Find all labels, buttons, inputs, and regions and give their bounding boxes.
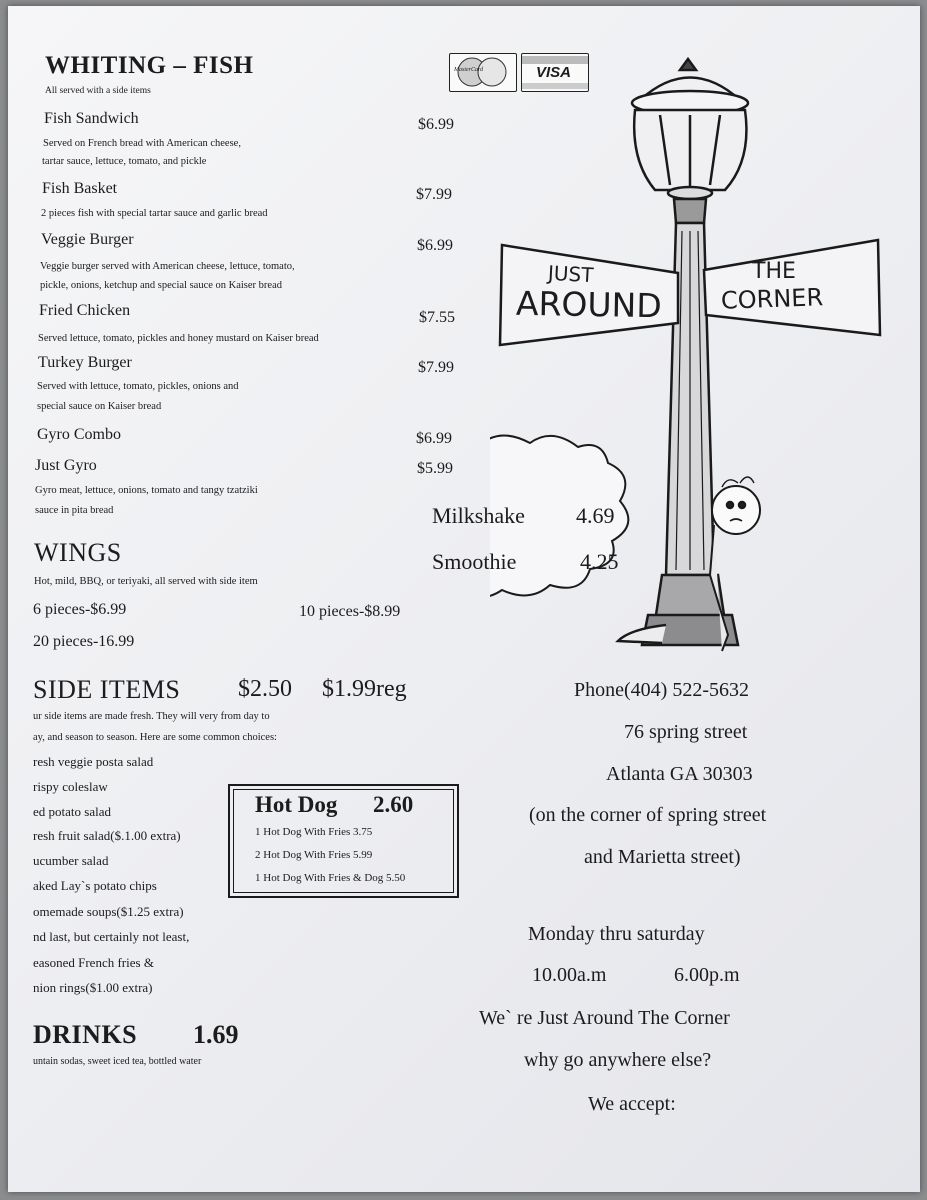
lamp-post-illustration (490, 56, 882, 652)
contact-city: Atlanta GA 30303 (606, 763, 753, 785)
menu-sheet (8, 6, 920, 1192)
list-item: resh fruit salad($.1.00 extra) (33, 828, 181, 843)
fish-item-price: $7.55 (419, 309, 455, 326)
sign-right-top: THE (752, 259, 796, 284)
fish-item-desc: Served lettuce, tomato, pickles and hone… (38, 333, 319, 344)
sides-intro: ay, and season to season. Here are some … (33, 732, 277, 743)
wings-section-title: WINGS (34, 538, 122, 567)
hours-days: Monday thru saturday (528, 923, 705, 945)
fish-item-desc: 2 pieces fish with special tartar sauce … (41, 208, 268, 219)
cloud-item-price: 4.69 (576, 503, 615, 528)
fish-item-price: $6.99 (417, 237, 453, 254)
tagline-question: why go anywhere else? (524, 1049, 712, 1071)
wings-option: 6 pieces-$6.99 (33, 601, 127, 618)
fish-item-name: Turkey Burger (38, 354, 132, 371)
hotdog-line: 1 Hot Dog With Fries & Dog 5.50 (255, 872, 406, 884)
fish-item-price: $6.99 (418, 116, 454, 133)
sides-price: $2.50 (238, 676, 292, 702)
list-item: resh veggie posta salad (33, 754, 154, 769)
tagline: We` re Just Around The Corner (479, 1007, 730, 1029)
payment-accept-label: We accept: (588, 1093, 676, 1115)
sides-regular-price: $1.99reg (322, 676, 407, 702)
fish-item-desc: tartar sauce, lettuce, tomato, and pickl… (42, 156, 207, 167)
fish-item-desc: Veggie burger served with American chees… (40, 261, 295, 272)
mastercard-label: MasterCard (454, 67, 484, 73)
hotdog-price: 2.60 (373, 792, 414, 817)
list-item: nd last, but certainly not least, (33, 929, 190, 944)
list-item: easoned French fries & (33, 955, 154, 970)
hotdog-box-inner-border (233, 789, 454, 893)
sides-intro: ur side items are made fresh. They will … (33, 711, 270, 722)
contact-phone: Phone(404) 522-5632 (574, 679, 749, 701)
hotdog-title: Hot Dog (255, 792, 338, 817)
sign-right-bottom: CORNER (720, 283, 824, 315)
fish-item-price: $7.99 (418, 359, 454, 376)
list-item: ucumber salad (33, 853, 109, 868)
contact-corner-line1: (on the corner of spring street (529, 804, 767, 826)
fish-item-price: $5.99 (417, 460, 453, 477)
hotdog-line: 2 Hot Dog With Fries 5.99 (255, 849, 373, 861)
fish-item-price: $7.99 (416, 186, 452, 203)
list-item: nion rings($1.00 extra) (33, 980, 153, 995)
fish-section-subtitle: All served with a side items (45, 86, 151, 96)
fish-item-desc: Gyro meat, lettuce, onions, tomato and t… (35, 485, 258, 496)
drinks-price: 1.69 (193, 1020, 239, 1049)
fish-item-name: Just Gyro (35, 457, 97, 474)
visa-label: VISA (536, 64, 572, 81)
wings-option: 20 pieces-16.99 (33, 633, 135, 650)
hours-open: 10.00a.m (532, 964, 607, 986)
fish-item-name: Veggie Burger (41, 231, 134, 248)
sides-section-title: SIDE ITEMS (33, 675, 181, 704)
fish-item-price: $6.99 (416, 430, 452, 447)
fish-item-name: Fried Chicken (39, 302, 131, 319)
wings-option: 10 pieces-$8.99 (299, 603, 401, 620)
wings-section-subtitle: Hot, mild, BBQ, or teriyaki, all served … (34, 576, 258, 587)
fish-item-desc: sauce in pita bread (35, 505, 114, 516)
list-item: rispy coleslaw (33, 779, 108, 794)
visa-logo (521, 53, 589, 92)
mastercard-logo (449, 53, 517, 92)
fish-item-desc: pickle, onions, ketchup and special sauc… (40, 280, 282, 291)
mastercard-icon (457, 57, 507, 87)
fish-item-desc: Served with lettuce, tomato, pickles, on… (37, 381, 239, 392)
contact-corner-line2: and Marietta street) (584, 846, 741, 868)
fish-item-name: Fish Sandwich (44, 110, 139, 127)
cloud-item-name: Smoothie (432, 549, 517, 574)
cloud-item-name: Milkshake (432, 503, 525, 528)
hotdog-box (228, 784, 459, 898)
hotdog-line: 1 Hot Dog With Fries 3.75 (255, 826, 373, 838)
drinks-section-title: DRINKS (33, 1020, 138, 1049)
fish-item-name: Fish Basket (42, 180, 118, 197)
drinks-subtitle: untain sodas, sweet iced tea, bottled wa… (33, 1056, 202, 1067)
list-item: ed potato salad (33, 804, 111, 819)
cloud-item-price: 4.25 (580, 549, 619, 574)
sign-left-top: JUST (547, 260, 595, 288)
list-item: omemade soups($1.25 extra) (33, 904, 184, 919)
fish-item-desc: Served on French bread with American che… (43, 138, 241, 149)
sign-left-bottom: AROUND (515, 283, 663, 326)
fish-item-name: Gyro Combo (37, 426, 121, 443)
hours-close: 6.00p.m (674, 964, 740, 986)
contact-street: 76 spring street (624, 721, 748, 743)
fish-item-desc: special sauce on Kaiser bread (37, 401, 162, 412)
fish-section-title: WHITING – FISH (45, 52, 254, 79)
list-item: aked Lay`s potato chips (33, 878, 157, 893)
